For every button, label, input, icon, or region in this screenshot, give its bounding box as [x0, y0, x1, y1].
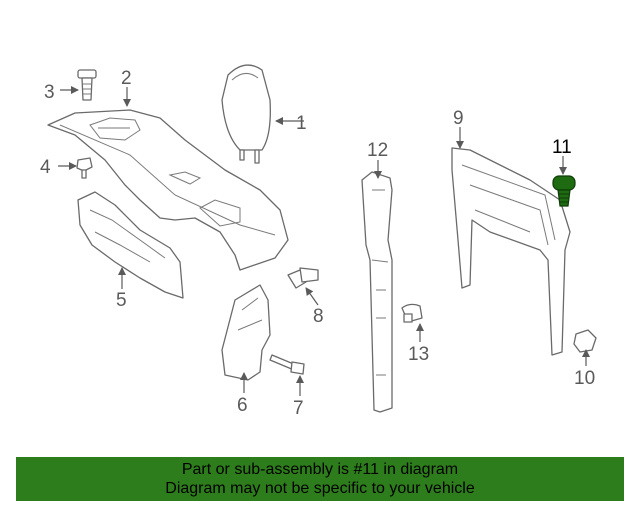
callout-8: 8 [313, 306, 324, 327]
callout-labels: 3 2 1 4 5 6 7 8 9 10 11 12 13 [40, 68, 595, 419]
callout-1: 1 [296, 113, 307, 134]
callout-5: 5 [116, 290, 127, 311]
callout-9: 9 [453, 108, 464, 129]
part-4-clip[interactable] [76, 157, 93, 179]
part-3-screw[interactable] [77, 69, 97, 101]
part-5-bracket[interactable] [77, 191, 184, 299]
part-1-headrest[interactable] [221, 64, 271, 164]
banner-line-2: Diagram may not be specific to your vehi… [165, 480, 475, 497]
callout-13: 13 [408, 344, 429, 365]
part-6-side-trim[interactable] [221, 284, 271, 381]
callout-3: 3 [44, 82, 55, 103]
part-7-bolt[interactable] [269, 354, 305, 375]
parts-diagram: 3 2 1 4 5 6 7 8 9 10 11 12 13 [40, 64, 597, 419]
info-banner: Part or sub-assembly is #11 in diagram D… [16, 457, 624, 501]
callout-10: 10 [574, 368, 595, 389]
callout-2: 2 [121, 68, 132, 89]
part-12-pillar-trim[interactable] [361, 171, 393, 413]
part-9-frame[interactable] [451, 147, 571, 356]
callout-7: 7 [293, 398, 304, 419]
callout-11-highlighted: 11 [552, 137, 572, 158]
callout-6: 6 [237, 395, 248, 416]
part-10-clip[interactable] [573, 329, 597, 353]
part-2-trim-panel[interactable] [47, 109, 289, 271]
part-8-stud[interactable] [287, 267, 319, 289]
leader-lines [58, 86, 590, 396]
callout-4: 4 [40, 157, 51, 178]
banner-line-1: Part or sub-assembly is #11 in diagram [181, 461, 459, 478]
callout-12: 12 [367, 140, 388, 161]
part-11-bolt-highlighted[interactable] [552, 175, 576, 207]
part-13-push-clip[interactable] [401, 303, 423, 323]
